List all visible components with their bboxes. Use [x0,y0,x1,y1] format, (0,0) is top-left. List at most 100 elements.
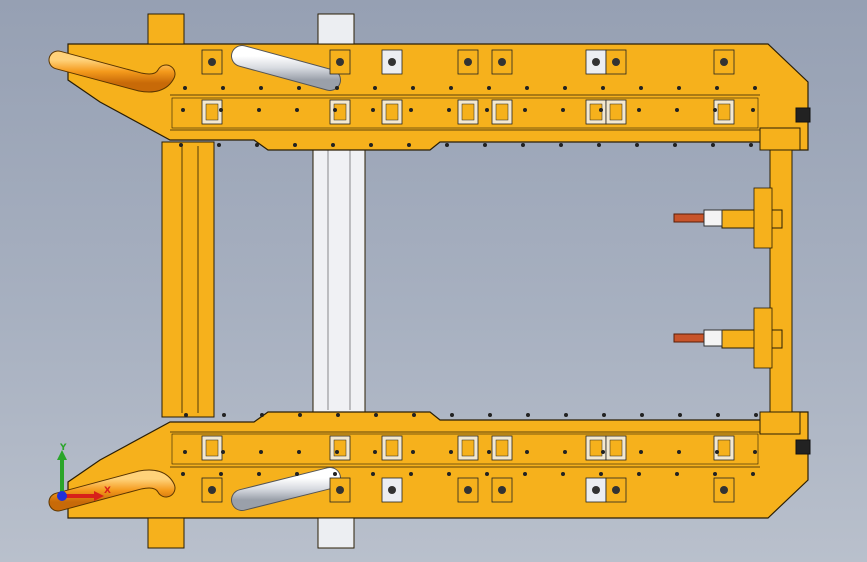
bolt-hole [297,450,301,454]
bolt-hole [677,450,681,454]
bolt-hole [639,86,643,90]
copper-actuators [673,209,723,347]
bolt-hole [447,472,451,476]
y-axis-label: Y [60,443,67,453]
bolt-hole [523,472,527,476]
bolt-hole [678,413,682,417]
bolt-hole [601,86,605,90]
bolt-hole [487,450,491,454]
bolt-hole [297,86,301,90]
bolt-hole [257,472,261,476]
bolt-hole [295,472,299,476]
bolt-holes [179,86,758,476]
bolt-hole [485,472,489,476]
bolt-hole [293,143,297,147]
bolt-hole [450,413,454,417]
bolt-hole [181,108,185,112]
bolt-hole [371,472,375,476]
clamp [605,435,627,503]
bolt-hole [599,108,603,112]
bolt-hole [563,450,567,454]
bolt-hole [716,413,720,417]
bolt-hole [483,143,487,147]
clamp [585,49,607,125]
bolt-hole [445,143,449,147]
bolt-hole [639,450,643,454]
bolt-hole [525,450,529,454]
bolt-hole [260,413,264,417]
bolt-hole [184,413,188,417]
bolt-hole [336,413,340,417]
clamp [381,435,403,503]
right-vertical-bar [769,149,793,413]
bolt-hole [183,86,187,90]
bolt-hole [409,108,413,112]
bolt-hole [563,86,567,90]
bolt-hole [412,413,416,417]
bolt-hole [751,472,755,476]
clamp [491,49,513,125]
bolt-hole [715,86,719,90]
bolt-hole [449,86,453,90]
fixture-frame [67,13,811,549]
bolt-hole [753,450,757,454]
bolt-hole [259,450,263,454]
bolt-hole [561,472,565,476]
bolt-hole [487,86,491,90]
bolt-hole [637,472,641,476]
bolt-hole [485,108,489,112]
bolt-hole [333,108,337,112]
bolt-hole [183,450,187,454]
clamp [713,435,735,503]
bolt-hole [181,472,185,476]
bolt-hole [675,108,679,112]
bolt-hole [373,86,377,90]
bolt-hole [257,108,261,112]
bolt-hole [713,108,717,112]
bolt-hole [335,86,339,90]
bolt-hole [409,472,413,476]
bolt-hole [564,413,568,417]
clamp [491,435,513,503]
center-steel-slide [312,142,366,414]
bolt-hole [754,413,758,417]
bolt-hole [221,86,225,90]
clamp [201,435,223,503]
bolt-hole [601,450,605,454]
bolt-hole [331,143,335,147]
clamp [457,49,479,125]
bolt-hole [713,472,717,476]
bolt-hole [523,108,527,112]
bolt-hole [751,108,755,112]
clamp [201,49,223,125]
clamp [381,49,403,125]
bolt-hole [675,472,679,476]
bolt-hole [521,143,525,147]
bolt-hole [673,143,677,147]
bolt-hole [255,143,259,147]
bolt-hole [407,143,411,147]
bolt-hole [597,143,601,147]
z-axis-dot [57,491,67,501]
bolt-hole [749,143,753,147]
bolt-hole [447,108,451,112]
bolt-hole [373,450,377,454]
bolt-hole [602,413,606,417]
bolt-hole [298,413,302,417]
bolt-hole [259,86,263,90]
bolt-hole [295,108,299,112]
bolt-hole [488,413,492,417]
bolt-hole [449,450,453,454]
bolt-hole [219,472,223,476]
bolt-hole [217,143,221,147]
bolt-hole [222,413,226,417]
tube-parts [48,45,341,512]
bolt-hole [599,472,603,476]
bolt-hole [526,413,530,417]
bolt-hole [371,108,375,112]
bolt-hole [715,450,719,454]
bottom-rail [67,411,809,519]
clamp [329,49,351,125]
